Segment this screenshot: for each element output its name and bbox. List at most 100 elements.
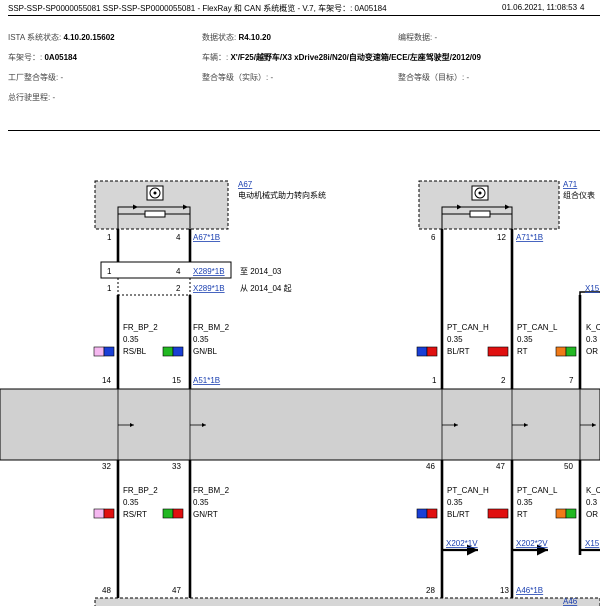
color-swatch-gn-bl: [162, 346, 184, 357]
wire-bottom-3-name: PT_CAN_L: [517, 486, 558, 495]
vehicle-value: X'/F25/越野车/X3 xDrive28i/N20/自动变速箱/ECE/左座…: [230, 53, 481, 62]
a46-connector-link[interactable]: A46*1B: [516, 586, 543, 595]
wire-top-0-name: FR_BP_2: [123, 323, 158, 332]
header-divider: [8, 15, 600, 16]
target-integration-level: 整合等级（目标）: -: [398, 73, 470, 82]
wire-bottom-0-color: RS/RT: [123, 510, 147, 519]
steering-wheel-icon: [146, 185, 164, 201]
info-divider: [8, 130, 600, 131]
wire-top-4-size: 0.3: [586, 335, 598, 344]
bottom-pin-3: 13: [500, 586, 509, 595]
x289-connector-old[interactable]: [100, 261, 232, 279]
actual-integration-level: 整合等级（实际）: -: [202, 73, 274, 82]
wire-bottom-2-size: 0.35: [447, 498, 463, 507]
a71-module-box[interactable]: [418, 180, 560, 230]
x289a-note: 至 2014_03: [240, 267, 282, 276]
wire-bottom-1-name: FR_BM_2: [193, 486, 230, 495]
x289b-connector-link[interactable]: X289*1B: [193, 284, 225, 293]
band-bottom-pin-1: 33: [172, 462, 181, 471]
a46-id-link[interactable]: A46: [563, 597, 578, 606]
page-number: 4: [580, 3, 585, 12]
color-swatch-gn-rt: [162, 508, 184, 519]
vin: 车架号：: 0A05184: [8, 52, 77, 63]
vehicle-label: 车辆：:: [202, 53, 229, 62]
wire-top-1-name: FR_BM_2: [193, 323, 230, 332]
x202-1-link[interactable]: X202*1V: [446, 539, 478, 548]
a67-id-link[interactable]: A67: [238, 180, 253, 189]
x289b-note: 从 2014_04 起: [240, 284, 292, 293]
wire-bottom-4-color: OR: [586, 510, 598, 519]
a51-pin-left: 14: [102, 376, 111, 385]
factory-integration-level: 工厂整合等级: -: [8, 73, 64, 82]
color-swatch-rt: [487, 346, 509, 357]
x15-top-link[interactable]: X15: [585, 284, 600, 293]
a71-pin-left: 6: [431, 233, 436, 242]
a71-name: 组合仪表: [563, 190, 595, 200]
wire-bottom-4-size: 0.3: [586, 498, 598, 507]
total-mileage: 总行驶里程: -: [8, 93, 56, 102]
wire-bottom-1-color: GN/RT: [193, 510, 218, 519]
band-bottom-pin-4: 50: [564, 462, 573, 471]
a67-pin-left: 1: [107, 233, 112, 242]
a67-connector-link[interactable]: A67*1B: [193, 233, 220, 242]
band-top-pin-1: 2: [501, 376, 506, 385]
band-bottom-pin-0: 32: [102, 462, 111, 471]
vin-value: 0A05184: [44, 53, 77, 62]
x289b-pin-left: 1: [107, 284, 112, 293]
color-swatch-or-bottom: [555, 508, 577, 519]
color-swatch-or: [555, 346, 577, 357]
ista-status: ISTA 系统状态: 4.10.20.15602: [8, 32, 115, 43]
gateway-module-band[interactable]: [0, 388, 600, 461]
vehicle: 车辆：: X'/F25/越野车/X3 xDrive28i/N20/自动变速箱/E…: [202, 52, 481, 63]
wire-top-4-name: K_C: [586, 323, 600, 332]
a67-pin-right: 4: [176, 233, 181, 242]
data-status-label: 数据状态:: [202, 33, 237, 42]
wire-top-2-color: BL/RT: [447, 347, 470, 356]
wire-bottom-3-color: RT: [517, 510, 528, 519]
ista-status-value: 4.10.20.15602: [63, 33, 115, 42]
wire-top-3-color: RT: [517, 347, 528, 356]
x202-2-link[interactable]: X202*2V: [516, 539, 548, 548]
wire-bottom-2-color: BL/RT: [447, 510, 470, 519]
wire-top-4-color: OR: [586, 347, 598, 356]
band-bottom-pin-3: 47: [496, 462, 505, 471]
color-swatch-rs-bl: [93, 346, 115, 357]
document-title: SSP-SSP-SP0000055081 SSP-SSP-SP000005508…: [8, 4, 387, 13]
wire-bottom-3-size: 0.35: [517, 498, 533, 507]
wire-top-1-color: GN/BL: [193, 347, 218, 356]
a71-connector-link[interactable]: A71*1B: [516, 233, 543, 242]
a51-connector-link[interactable]: A51*1B: [193, 376, 220, 385]
x289a-pin-left: 1: [107, 267, 112, 276]
x289a-connector-link[interactable]: X289*1B: [193, 267, 225, 276]
a71-pin-right: 12: [497, 233, 506, 242]
color-swatch-rt-bottom: [487, 508, 509, 519]
band-top-pin-2: 7: [569, 376, 574, 385]
band-top-pin-0: 1: [432, 376, 437, 385]
x289b-pin-right: 2: [176, 284, 181, 293]
bottom-pin-2: 28: [426, 586, 435, 595]
wire-top-0-size: 0.35: [123, 335, 139, 344]
programming-data: 编程数据: -: [398, 33, 438, 42]
a46-module-box[interactable]: [94, 597, 600, 606]
wire-top-3-name: PT_CAN_L: [517, 323, 558, 332]
wire-top-0-color: RS/BL: [123, 347, 147, 356]
a71-id-link[interactable]: A71: [563, 180, 578, 189]
color-swatch-bl-rt: [416, 346, 438, 357]
wire-bottom-2-name: PT_CAN_H: [447, 486, 489, 495]
instrument-cluster-icon: [471, 185, 489, 201]
bottom-pin-0: 48: [102, 586, 111, 595]
wire-top-2-size: 0.35: [447, 335, 463, 344]
document-datetime: 01.06.2021, 11:08:53: [502, 3, 578, 12]
wire-bottom-0-name: FR_BP_2: [123, 486, 158, 495]
a67-name: 电动机械式助力转向系统: [238, 190, 326, 200]
band-bottom-pin-2: 46: [426, 462, 435, 471]
a51-pin-right: 15: [172, 376, 181, 385]
wire-top-2-name: PT_CAN_H: [447, 323, 489, 332]
x289a-pin-right: 4: [176, 267, 181, 276]
wire-bottom-0-size: 0.35: [123, 498, 139, 507]
wire-top-3-size: 0.35: [517, 335, 533, 344]
ista-status-label: ISTA 系统状态:: [8, 33, 62, 42]
x15-bottom-link[interactable]: X15: [585, 539, 600, 548]
data-status: 数据状态: R4.10.20: [202, 32, 271, 43]
